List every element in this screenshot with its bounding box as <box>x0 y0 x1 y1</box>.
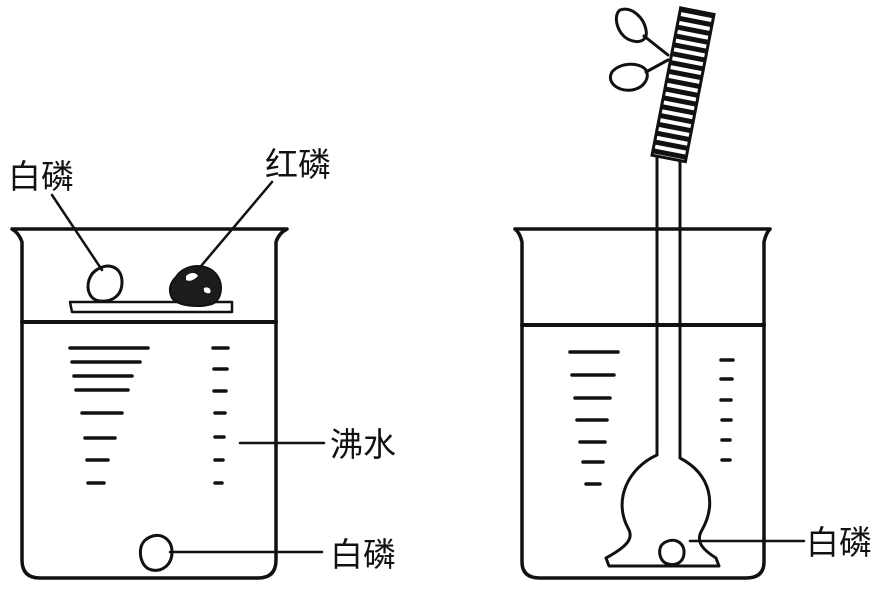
red-phosphorus-on-plate <box>168 265 222 307</box>
right-beaker <box>513 6 806 580</box>
hose-clamp <box>609 7 670 92</box>
label-boiling-water: 沸水 <box>330 425 396 464</box>
right-beaker-outline <box>513 227 772 580</box>
left-beaker-graduations <box>68 346 230 485</box>
glass-tube-with-bell <box>604 156 721 568</box>
right-beaker-graduations <box>568 350 735 486</box>
label-white-phosphorus-right: 白磷 <box>806 523 872 562</box>
left-beaker-outline <box>10 227 289 580</box>
rubber-hose <box>650 6 716 164</box>
left-leader-lines <box>50 180 326 554</box>
label-white-phosphorus-top: 白磷 <box>8 157 74 196</box>
white-phosphorus-on-plate <box>86 264 124 303</box>
label-red-phosphorus: 红磷 <box>265 145 331 184</box>
label-white-phosphorus-bottom: 白磷 <box>330 535 396 574</box>
left-beaker <box>10 180 326 580</box>
white-phosphorus-underwater <box>138 534 174 572</box>
white-phosphorus-in-bell <box>658 538 686 567</box>
